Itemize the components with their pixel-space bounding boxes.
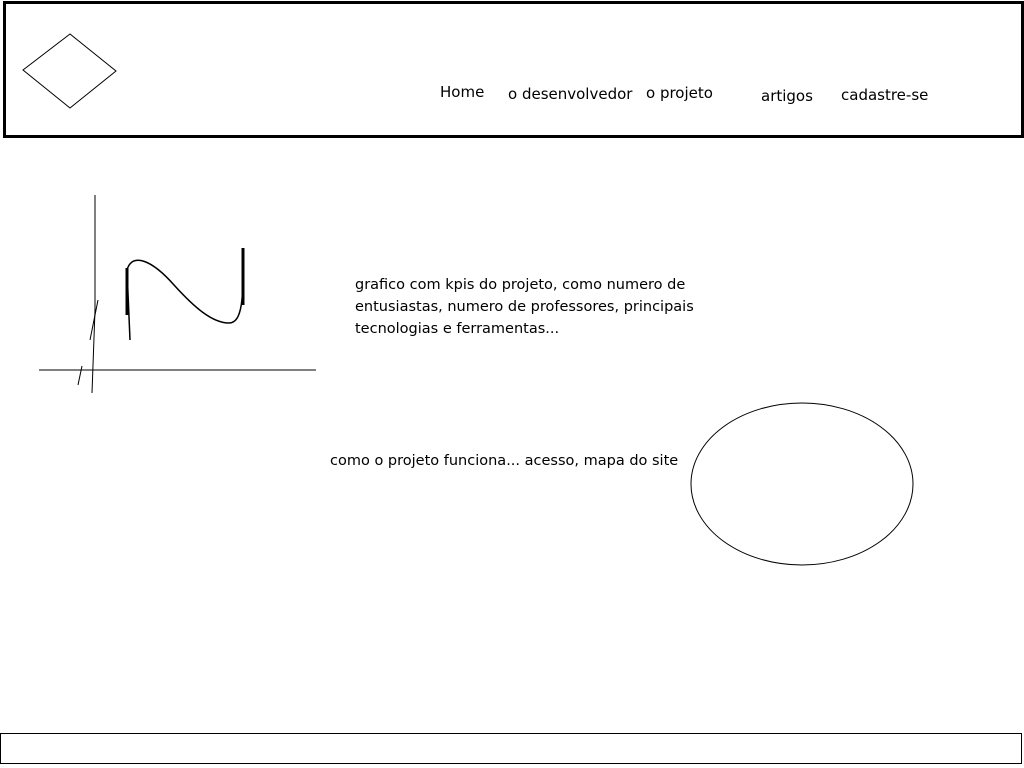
diamond-logo-icon[interactable] bbox=[21, 33, 117, 109]
ellipse-placeholder-icon bbox=[690, 402, 914, 566]
nav-link-project[interactable]: o projeto bbox=[646, 84, 713, 102]
nav-link-signup[interactable]: cadastre-se bbox=[841, 86, 929, 104]
kpi-chart-description: grafico com kpis do projeto, como numero… bbox=[355, 277, 694, 337]
site-footer bbox=[0, 733, 1022, 764]
site-header: Home o desenvolvedor o projeto artigos c… bbox=[3, 1, 1024, 138]
nav-link-home[interactable]: Home bbox=[440, 83, 485, 101]
nav-link-developer[interactable]: o desenvolvedor bbox=[508, 85, 633, 103]
sketch-line-chart-icon bbox=[39, 195, 316, 394]
nav-link-articles[interactable]: artigos bbox=[761, 87, 813, 105]
how-it-works-text: como o projeto funciona... acesso, mapa … bbox=[330, 453, 679, 469]
